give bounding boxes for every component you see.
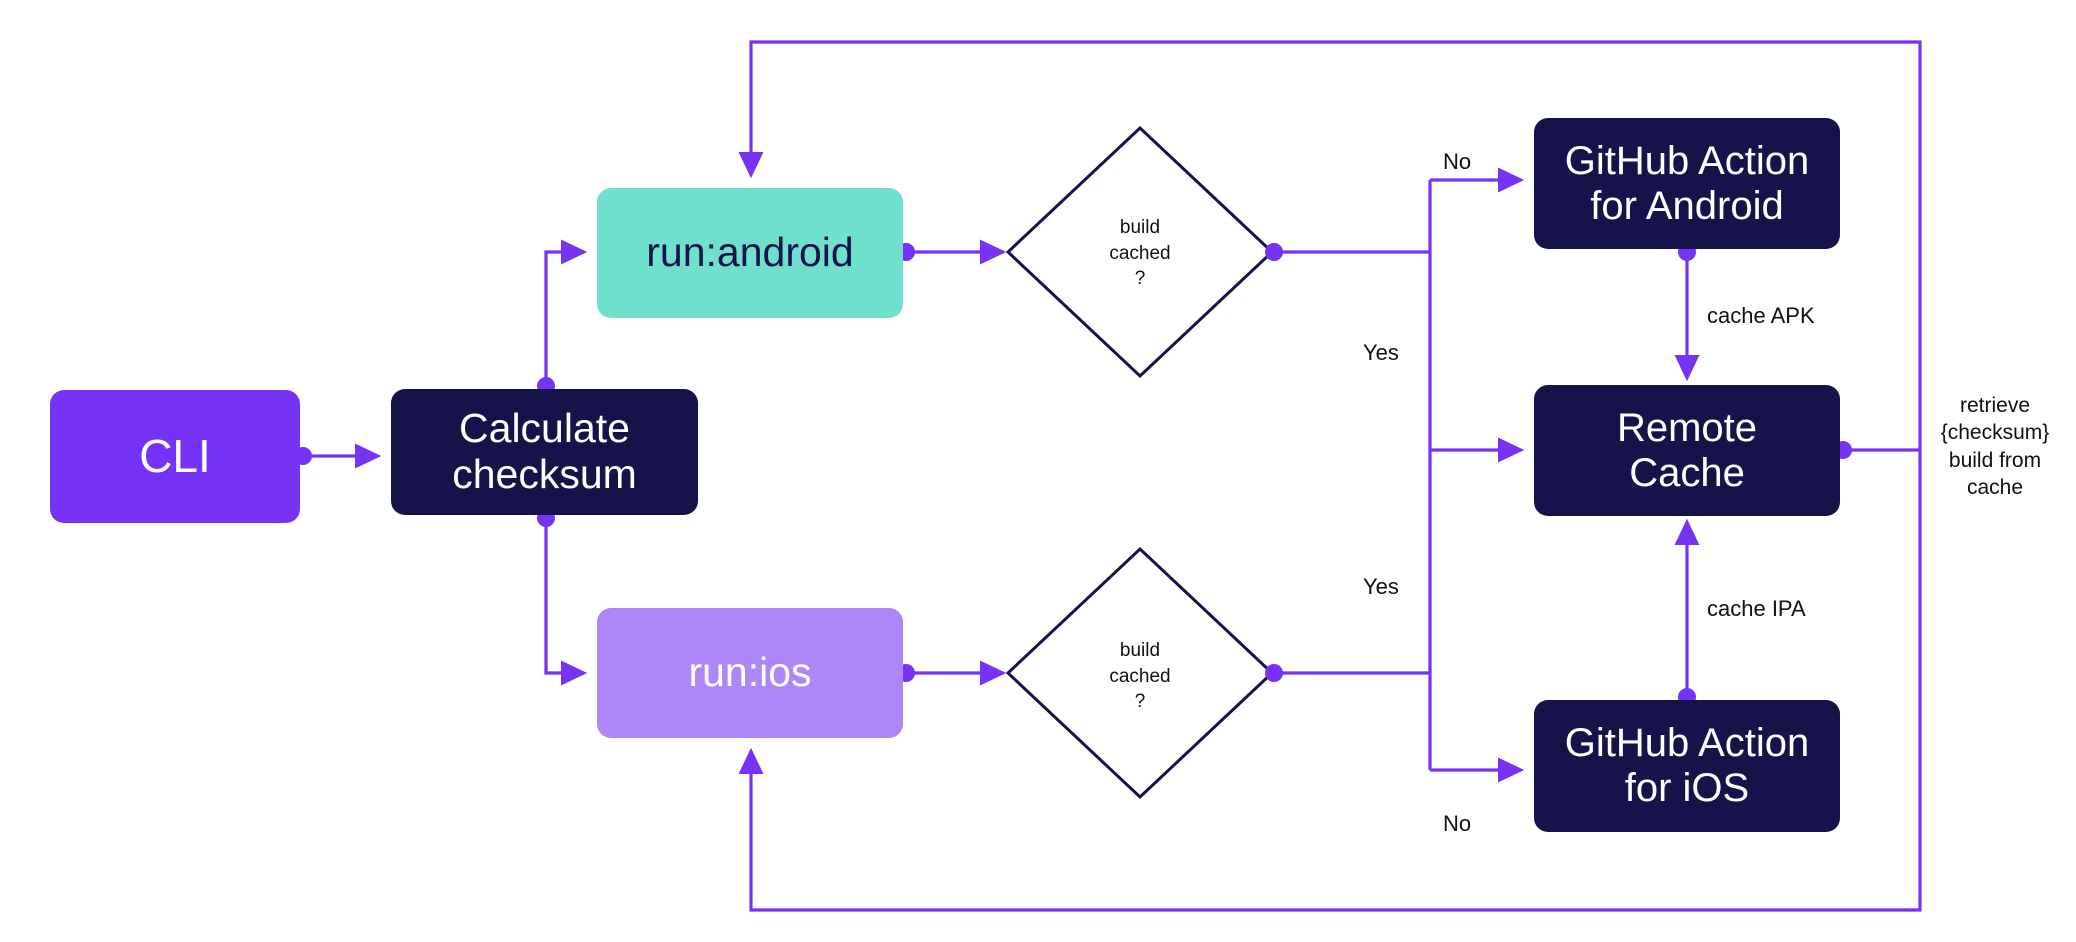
- node-run-ios[interactable]: run:ios: [597, 608, 903, 738]
- node-cli[interactable]: CLI: [50, 390, 300, 523]
- edge-label-yes-ios: Yes: [1363, 574, 1399, 599]
- edge-label-cache-ipa: cache IPA: [1707, 596, 1806, 621]
- node-github-action-ios[interactable]: GitHub Action for iOS: [1534, 700, 1840, 832]
- node-github-action-android[interactable]: GitHub Action for Android: [1534, 118, 1840, 249]
- decision-android-label: build cached ?: [1109, 217, 1171, 290]
- node-remote-cache[interactable]: Remote Cache: [1534, 385, 1840, 516]
- edge-label-yes-android: Yes: [1363, 340, 1399, 365]
- edge-label-no-android: No: [1443, 149, 1472, 174]
- edge-checksum-to-runios: [544, 518, 588, 686]
- edge-label-retrieve-from-cache: retrieve {checksum} build from cache: [1940, 394, 2050, 499]
- edge-label-no-ios: No: [1443, 811, 1472, 836]
- edge-label-cache-apk: cache APK: [1707, 303, 1815, 328]
- dot-decision-android-out: [1265, 243, 1283, 261]
- node-run-android[interactable]: run:android: [597, 188, 903, 318]
- node-calculate-checksum[interactable]: Calculate checksum: [391, 389, 698, 515]
- edge-checksum-to-runandroid: [544, 239, 588, 386]
- edge-remotecache-to-runios: [738, 450, 1922, 912]
- decision-ios-label: build cached ?: [1109, 640, 1171, 713]
- dot-decision-ios-out: [1265, 664, 1283, 682]
